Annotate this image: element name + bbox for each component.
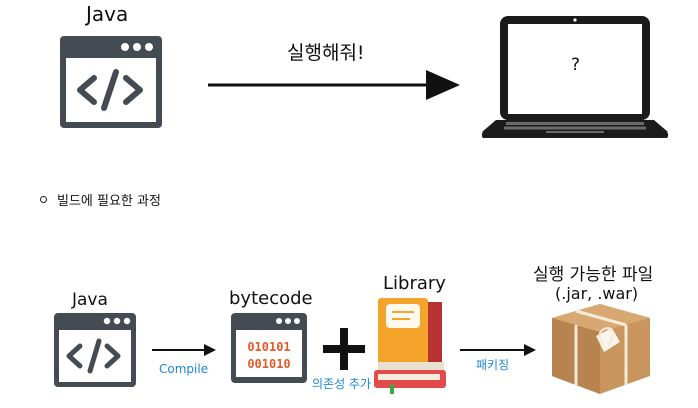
dependency-label: 의존성 추가 xyxy=(312,377,372,391)
result-label: 실행 가능한 파일 xyxy=(533,265,654,285)
laptop-screen-question: ? xyxy=(571,55,581,75)
build-process-bullet: 빌드에 필요한 과정 xyxy=(40,190,161,209)
run-request-label: 실행해줘! xyxy=(287,42,365,64)
bytecode-line-2: 001010 xyxy=(247,357,290,371)
bytecode-label: bytecode xyxy=(229,288,313,309)
parcel-icon xyxy=(552,304,650,394)
packaging-arrow xyxy=(460,344,536,356)
java-source-label: Java xyxy=(86,2,129,26)
bytecode-line-1: 010101 xyxy=(247,340,290,354)
java-window-icon-small xyxy=(54,313,136,387)
java-label: Java xyxy=(72,290,108,310)
laptop-icon xyxy=(482,16,668,138)
compile-arrow xyxy=(152,344,216,356)
library-label: Library xyxy=(383,273,446,294)
result-extension-label: (.jar, .war) xyxy=(555,284,639,303)
plus-icon xyxy=(323,328,365,370)
packaging-label: 패키징 xyxy=(476,358,510,372)
library-books-icon xyxy=(374,298,446,394)
bytecode-window-icon: 010101 001010 xyxy=(231,313,307,383)
run-request-arrow xyxy=(208,70,460,100)
bullet-text: 빌드에 필요한 과정 xyxy=(57,194,161,209)
compile-label: Compile xyxy=(159,362,209,376)
bullet-circle-icon xyxy=(40,196,47,203)
java-window-icon xyxy=(60,36,162,128)
